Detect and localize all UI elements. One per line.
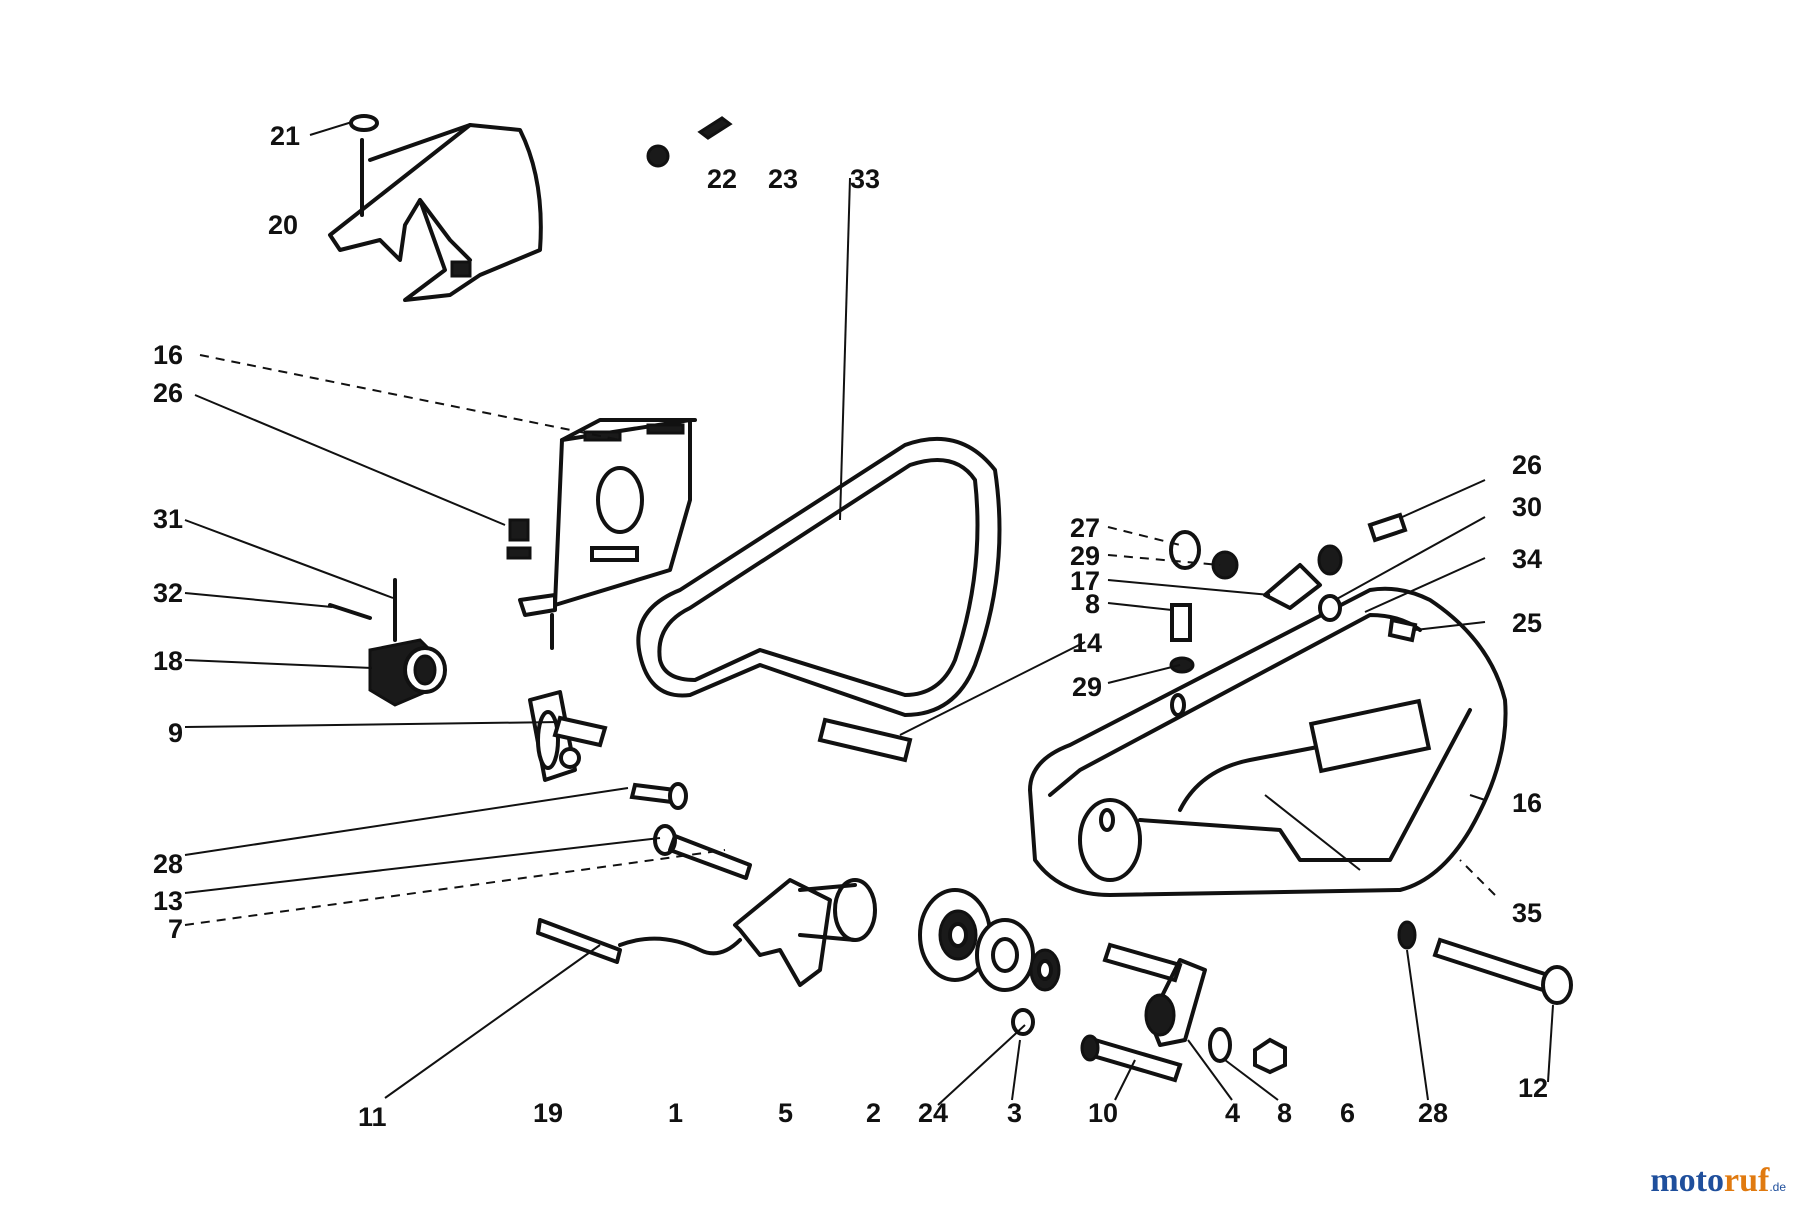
part-pin-14 (817, 717, 913, 763)
callout-2: 2 (866, 1098, 881, 1128)
callout-33: 33 (850, 164, 880, 194)
part-washer-8 (1208, 1027, 1232, 1063)
callout-19: 19 (533, 1098, 563, 1128)
leader-lines (184, 121, 1554, 1106)
callout-34: 34 (1512, 544, 1542, 574)
part-v-belt (636, 436, 1002, 717)
callout-24: 24 (918, 1098, 948, 1128)
callout-13: 13 (153, 886, 183, 916)
callout-29b: 29 (1072, 672, 1102, 702)
part-belt-guard (1028, 586, 1508, 897)
callout-8b: 8 (1277, 1098, 1292, 1128)
part-washer-28 (1397, 920, 1417, 950)
part-mounting-plate (506, 418, 697, 650)
part-bolt-7 (653, 824, 752, 880)
callout-8a: 8 (1085, 589, 1100, 619)
watermark-part1: moto (1650, 1162, 1724, 1199)
callout-14: 14 (1072, 628, 1102, 658)
part-bolt-12 (1432, 937, 1573, 1005)
callout-7: 7 (168, 914, 183, 944)
callout-6: 6 (1340, 1098, 1355, 1128)
callouts: 21 20 22 23 33 16 26 31 32 18 9 28 13 7 … (153, 121, 1548, 1132)
callout-1: 1 (668, 1098, 683, 1128)
part-crank-arm-4 (1102, 942, 1207, 1047)
callout-18: 18 (153, 646, 183, 676)
callout-29a: 29 (1070, 541, 1100, 571)
callout-31: 31 (153, 504, 183, 534)
callout-25: 25 (1512, 608, 1542, 638)
callout-28a: 28 (153, 849, 183, 879)
callout-11: 11 (358, 1102, 387, 1132)
callout-3: 3 (1007, 1098, 1022, 1128)
callout-5: 5 (778, 1098, 793, 1128)
callout-26a: 26 (153, 378, 183, 408)
callout-26b: 26 (1512, 450, 1542, 480)
part-nut-6 (1253, 1037, 1287, 1075)
callout-9: 9 (168, 718, 183, 748)
part-washer-24 (975, 918, 1035, 992)
part-screw-23 (697, 116, 733, 140)
part-washer-3 (1011, 948, 1061, 1036)
part-small-hardware-right (1169, 512, 1418, 674)
part-arm-9 (528, 690, 608, 782)
motoruf-watermark: motoruf.de (1650, 1162, 1786, 1200)
part-bolt-13 (629, 782, 688, 810)
callout-30: 30 (1512, 492, 1542, 522)
callout-4: 4 (1225, 1098, 1240, 1128)
callout-17: 17 (1070, 566, 1100, 596)
callout-10: 10 (1088, 1098, 1118, 1128)
callout-16b: 16 (1512, 788, 1542, 818)
callout-12: 12 (1518, 1073, 1548, 1103)
callout-27: 27 (1070, 513, 1100, 543)
watermark-part2: ruf (1723, 1162, 1770, 1199)
watermark-part3: .de (1769, 1180, 1786, 1194)
callout-23: 23 (768, 164, 798, 194)
callout-32: 32 (153, 578, 183, 608)
callout-21: 21 (270, 121, 300, 151)
part-cover-bracket (328, 114, 543, 302)
callout-20: 20 (268, 210, 298, 240)
callout-16a: 16 (153, 340, 183, 370)
part-tension-arm (536, 878, 877, 987)
callout-35: 35 (1512, 898, 1542, 928)
callout-22: 22 (707, 164, 737, 194)
callout-28b: 28 (1418, 1098, 1448, 1128)
part-pulley-18 (328, 578, 447, 707)
part-nut-22 (646, 144, 670, 168)
